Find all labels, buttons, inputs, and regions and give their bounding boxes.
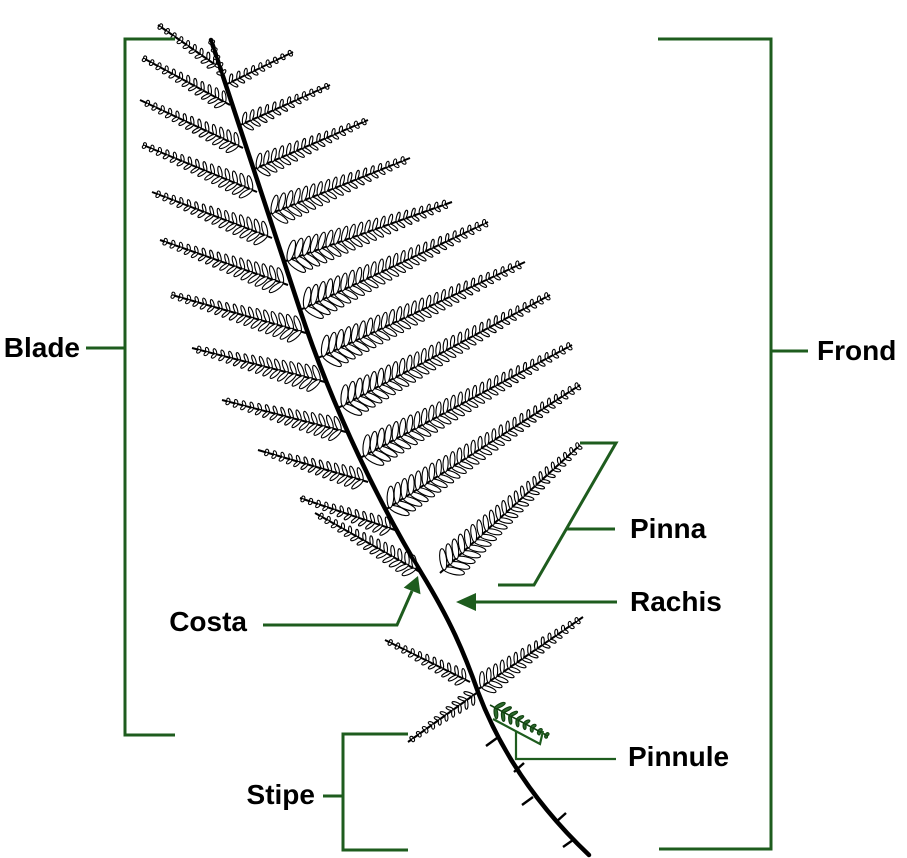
pinna-shape — [157, 23, 221, 69]
pinna-shape — [359, 342, 573, 466]
pinna-shape — [141, 55, 231, 109]
pinna-shape — [170, 291, 307, 343]
pinna-shape — [266, 156, 411, 224]
pinna-shape — [282, 199, 453, 273]
pinna-shape — [251, 118, 369, 177]
pinna-bracket — [498, 441, 619, 587]
blade-label: Blade — [3, 332, 80, 363]
pinna-shape — [257, 448, 369, 490]
pinna-shape — [407, 691, 479, 743]
stipe-label: Stipe — [246, 779, 315, 810]
pinna-shape — [337, 292, 551, 416]
pinna-shape — [191, 345, 326, 392]
rachis-label: Rachis — [630, 586, 722, 617]
pinna-shape — [384, 639, 471, 686]
pinna-shape — [141, 142, 258, 199]
pinna-shape — [159, 237, 289, 294]
frond-bracket — [658, 37, 808, 851]
frond-label: Frond — [817, 335, 897, 366]
rachis-arrow — [456, 593, 617, 611]
pinna-shape — [384, 382, 582, 517]
costa-label: Costa — [169, 606, 247, 637]
pinna-shape — [139, 99, 244, 154]
pinna-shape — [237, 82, 331, 131]
pinna-shape — [224, 49, 294, 88]
highlighted-pinnule — [489, 701, 550, 739]
costa-arrowhead-icon — [403, 576, 421, 595]
pinna-shape — [299, 495, 396, 536]
costa-arrow — [263, 576, 421, 627]
stipe-bracket — [323, 732, 408, 852]
fern-illustration — [139, 23, 592, 858]
pinna-shape — [299, 218, 489, 319]
blade-bracket — [86, 37, 175, 737]
pinnule-bracket — [492, 718, 616, 761]
annotation-layer — [86, 37, 808, 852]
pinna-label: Pinna — [630, 513, 707, 544]
pinna-shape — [476, 616, 584, 694]
rachis-arrowhead-icon — [456, 593, 476, 611]
pinna-shape — [151, 190, 273, 246]
pinna-shape — [221, 397, 347, 442]
pinna-shape — [317, 260, 526, 368]
pinna-shape — [439, 442, 583, 576]
pinnule-label: Pinnule — [628, 741, 730, 772]
